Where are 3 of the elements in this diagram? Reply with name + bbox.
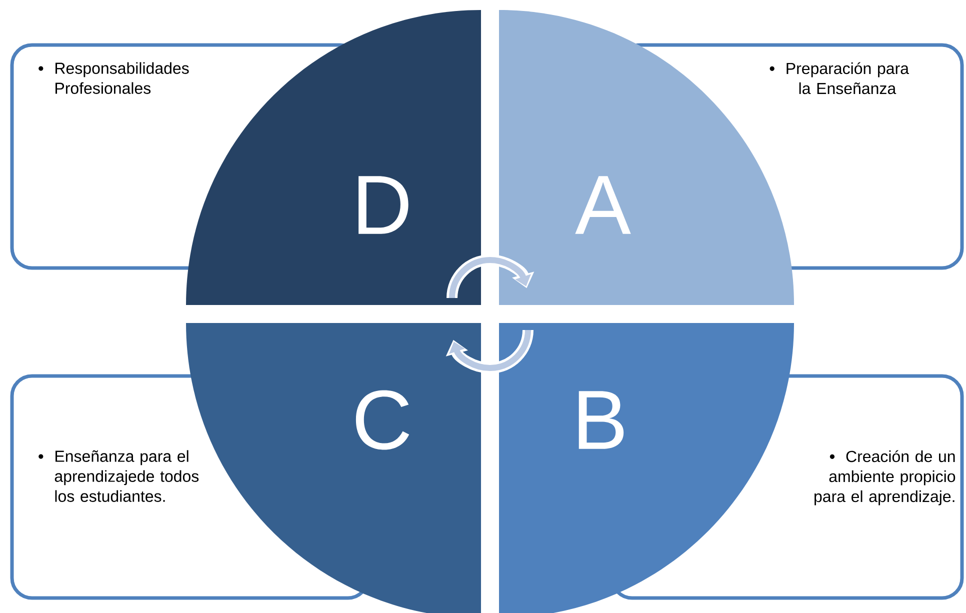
curved-arrow bbox=[446, 330, 534, 374]
quadrant: B bbox=[499, 323, 794, 613]
curved-arrow bbox=[446, 254, 534, 298]
